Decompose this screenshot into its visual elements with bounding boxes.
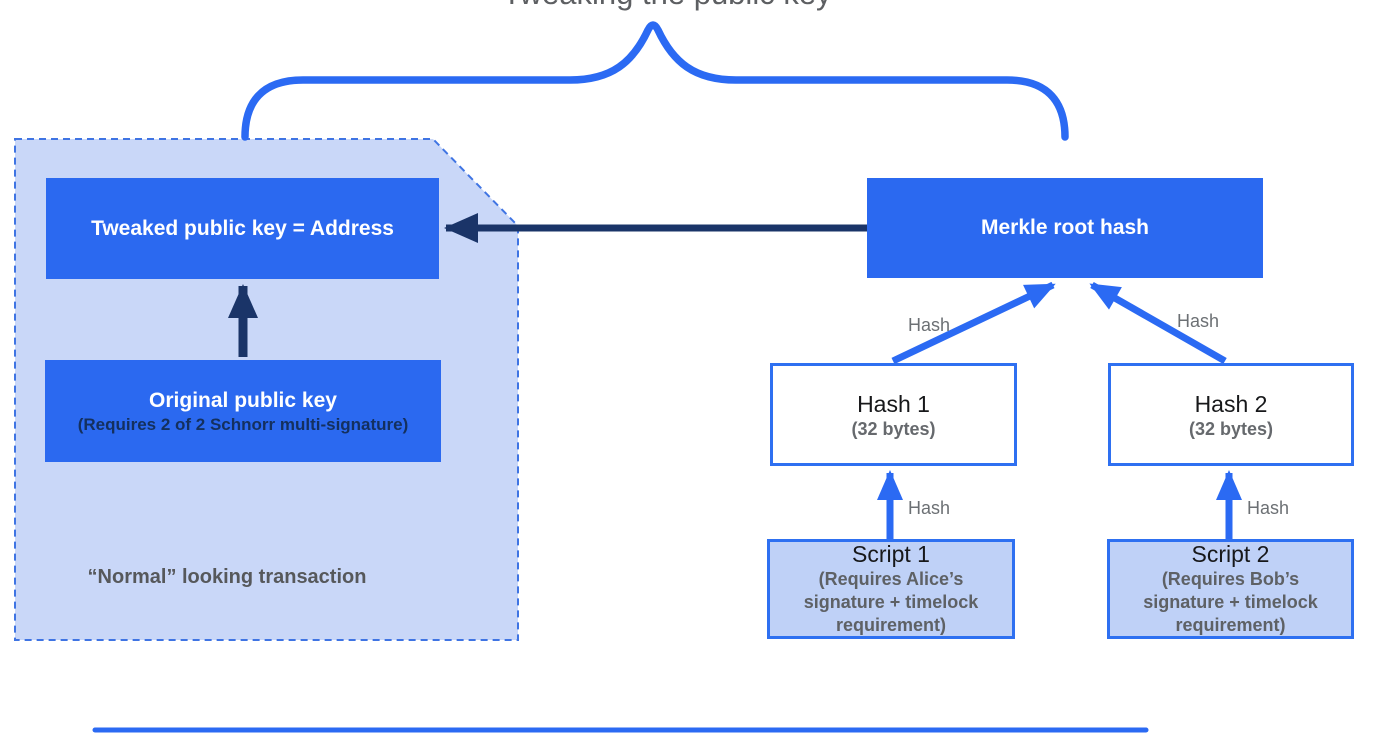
script2-label: Script 2 bbox=[1191, 541, 1270, 567]
hash1-box: Hash 1 (32 bytes) bbox=[770, 363, 1017, 466]
script1-edge-label: Hash bbox=[908, 498, 951, 518]
original-public-key-box: Original public key (Requires 2 of 2 Sch… bbox=[45, 360, 441, 462]
script1-box: Script 1 (Requires Alice’s signature + t… bbox=[767, 539, 1015, 639]
merkle-root-hash-label: Merkle root hash bbox=[980, 216, 1150, 239]
normal-transaction-caption: “Normal” looking transaction bbox=[87, 566, 367, 588]
script2-box: Script 2 (Requires Bob’s signature + tim… bbox=[1107, 539, 1354, 639]
script2-edge-label: Hash bbox=[1247, 498, 1290, 518]
hash2-sublabel: (32 bytes) bbox=[1188, 418, 1274, 439]
original-public-key-sublabel: (Requires 2 of 2 Schnorr multi-signature… bbox=[77, 414, 409, 434]
diagram-title: Tweaking the public key bbox=[467, 0, 867, 12]
script1-label: Script 1 bbox=[852, 541, 930, 567]
hash2-box: Hash 2 (32 bytes) bbox=[1108, 363, 1354, 466]
script2-sublabel: (Requires Bob’s signature + timelock req… bbox=[1143, 569, 1318, 635]
merkle-root-hash-box: Merkle root hash bbox=[867, 178, 1263, 278]
hash1-edge-label: Hash bbox=[908, 315, 951, 335]
hash2-label: Hash 2 bbox=[1194, 390, 1268, 417]
top-brace bbox=[241, 21, 1069, 141]
tweaked-public-key-box: Tweaked public key = Address bbox=[46, 178, 439, 279]
script1-sublabel: (Requires Alice’s signature + timelock r… bbox=[803, 569, 979, 635]
hash1-to-merkle-arrow bbox=[891, 281, 1056, 365]
hash2-to-merkle-arrow bbox=[1089, 281, 1227, 365]
original-public-key-label: Original public key bbox=[149, 388, 337, 412]
hash1-label: Hash 1 bbox=[857, 390, 930, 417]
tweaked-public-key-label: Tweaked public key = Address bbox=[91, 216, 394, 240]
hash2-edge-label: Hash bbox=[1177, 311, 1220, 331]
hash1-sublabel: (32 bytes) bbox=[851, 418, 936, 439]
